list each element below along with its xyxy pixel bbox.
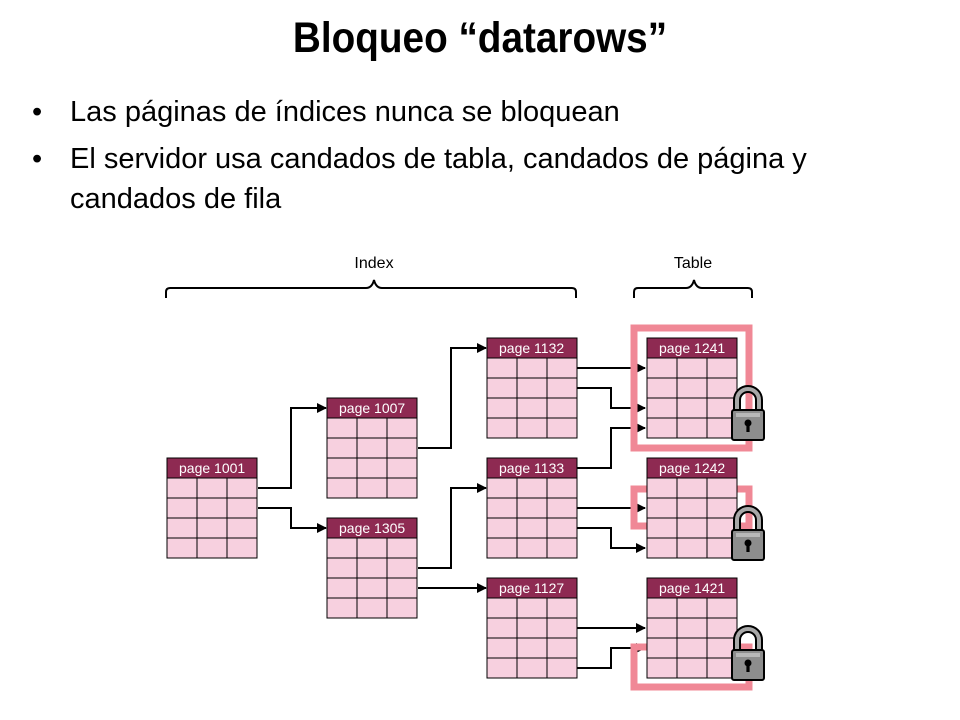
page-label: page 1127 <box>499 580 564 596</box>
page-1241: page 1241 <box>646 337 738 439</box>
page-label: page 1133 <box>499 460 564 476</box>
connector-1001-1305 <box>258 507 327 533</box>
page-label: page 1007 <box>339 400 405 416</box>
page-1421: page 1421 <box>646 577 738 679</box>
connector-1127-1421b <box>577 643 646 669</box>
bullet-icon: • <box>32 143 43 175</box>
page-grid <box>647 478 737 558</box>
page-grid <box>487 478 577 558</box>
page-grid <box>487 598 577 678</box>
slide-title: Bloqueo “datarows” <box>292 14 668 62</box>
connector-1305-1133 <box>418 483 487 569</box>
page-grid <box>327 538 417 618</box>
connector-1133-1242b <box>577 527 646 553</box>
page-grid <box>487 358 577 438</box>
page-label: page 1132 <box>499 340 564 356</box>
padlock-icon <box>731 385 765 441</box>
page-label: page 1242 <box>659 460 725 476</box>
table-bracket <box>633 279 753 298</box>
page-1305: page 1305 <box>326 517 418 619</box>
bullet-text: El servidor usa candados de tabla, canda… <box>70 143 807 215</box>
connector-1132-1241b <box>577 387 646 413</box>
bullet-item: • El servidor usa candados de tabla, cand… <box>30 139 910 219</box>
bullet-list: • Las páginas de índices nunca se bloquea… <box>30 92 910 226</box>
bullet-text: Las páginas de índices nunca se bloquean <box>70 96 620 128</box>
page-1133: page 1133 <box>486 457 578 559</box>
table-label: Table <box>674 255 712 272</box>
page-1007: page 1007 <box>326 397 418 499</box>
page-1127: page 1127 <box>486 577 578 679</box>
bullet-icon: • <box>32 96 43 128</box>
page-grid <box>647 358 737 438</box>
connector-1001-1007 <box>258 403 327 489</box>
padlock-icon <box>731 505 765 561</box>
page-label: page 1305 <box>339 520 405 536</box>
page-label: page 1421 <box>659 580 725 596</box>
index-label: Index <box>354 255 393 272</box>
page-grid <box>647 598 737 678</box>
connector-1007-1132 <box>418 343 487 449</box>
connectors <box>258 343 646 669</box>
padlock-icon <box>731 625 765 681</box>
page-label: page 1001 <box>179 460 245 476</box>
bullet-item: • Las páginas de índices nunca se bloquea… <box>30 92 910 132</box>
page-grid <box>167 478 257 558</box>
page-label: page 1241 <box>659 340 725 356</box>
page-1242: page 1242 <box>646 457 738 559</box>
page-grid <box>327 418 417 498</box>
index-bracket <box>165 279 577 298</box>
page-1001: page 1001 <box>166 457 258 559</box>
page-1132: page 1132 <box>486 337 578 439</box>
connector-1133-1241 <box>577 423 646 469</box>
